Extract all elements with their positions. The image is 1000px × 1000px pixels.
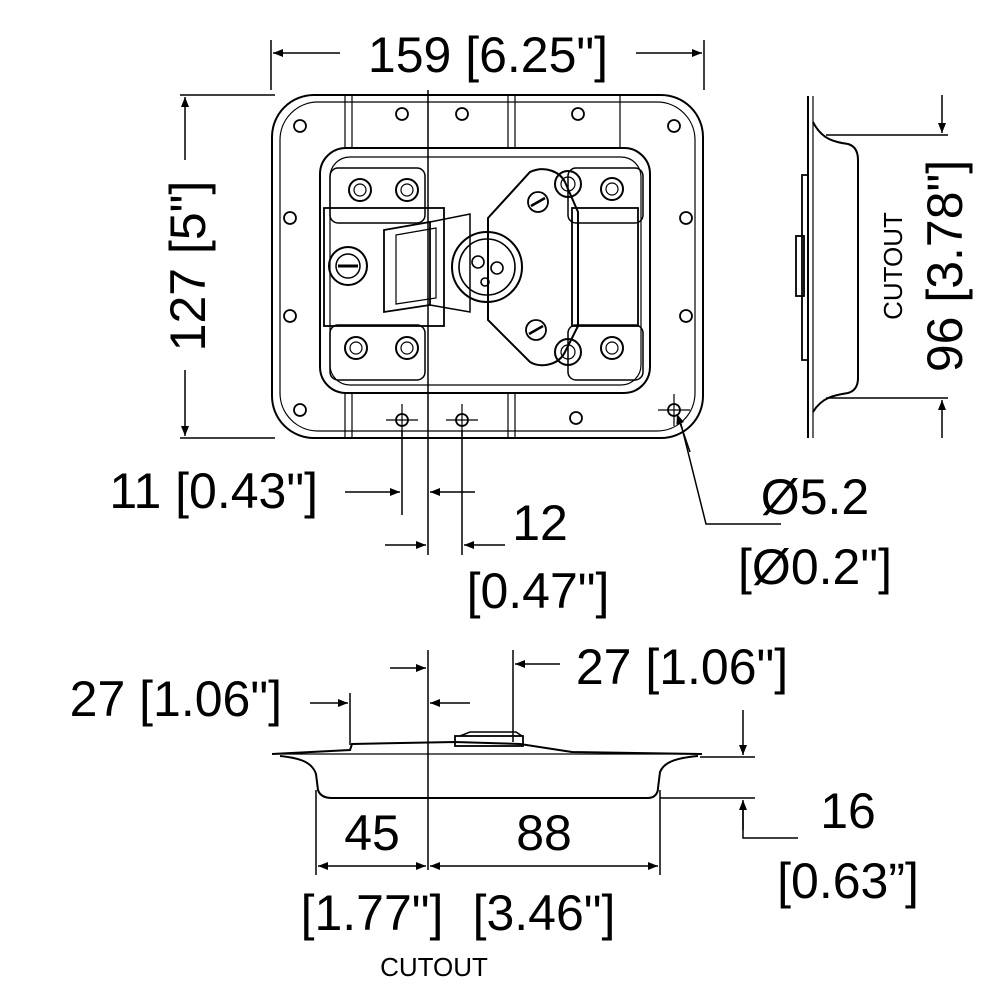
cutout-height-dimension: 96 [3.78"] — [917, 160, 973, 372]
cutout-height-label: CUTOUT — [878, 212, 908, 320]
cutout-left-value: 45 — [344, 805, 400, 861]
offset-11-dimension: 11 [0.43"] — [109, 463, 318, 519]
cutout-right-inch: [3.46"] — [473, 885, 616, 941]
center-knob — [451, 231, 523, 303]
hole-diameter-value: Ø5.2 — [761, 469, 869, 525]
cutout-left-inch: [1.77"] — [301, 885, 444, 941]
height-dimension: 127 [5"] — [160, 181, 216, 352]
left-27-dimension: 27 [1.06"] — [70, 671, 282, 727]
outer-plate — [271, 94, 704, 439]
depth-inch: [0.63”] — [777, 853, 919, 909]
width-dimension: 159 [6.25"] — [368, 27, 608, 83]
depth-value: 16 — [820, 783, 876, 839]
cutout-bottom-label: CUTOUT — [380, 952, 488, 982]
cutout-right-value: 88 — [516, 805, 572, 861]
diamond-plate — [487, 168, 579, 367]
side-view — [795, 96, 859, 438]
bottom-view — [271, 650, 703, 870]
recess-dish — [319, 147, 651, 394]
right-27-dimension: 27 [1.06"] — [576, 639, 788, 695]
key-cylinder — [328, 246, 368, 286]
offset-12-inch: [0.47"] — [467, 563, 610, 619]
dimension-lines — [180, 40, 948, 875]
hole-diameter-inch: [Ø0.2"] — [738, 539, 892, 595]
offset-12-value: 12 — [512, 495, 568, 551]
front-view — [271, 90, 704, 555]
dimension-text: 159 [6.25"] 127 [5"] 96 [3.78"] CUTOUT 1… — [70, 27, 973, 982]
